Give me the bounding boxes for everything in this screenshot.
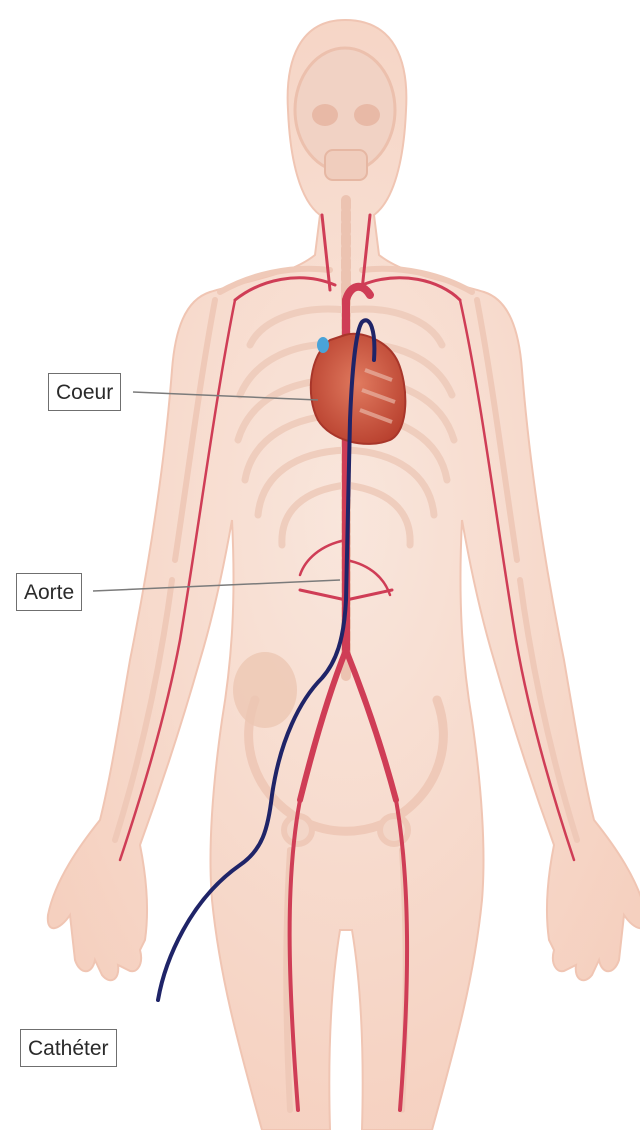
kidney	[233, 652, 297, 728]
hip-joint-right	[380, 816, 408, 844]
eye-socket-right	[354, 104, 380, 126]
vena-cava	[317, 337, 329, 353]
eye-socket-left	[312, 104, 338, 126]
label-coeur: Coeur	[48, 373, 121, 411]
label-aorte: Aorte	[16, 573, 82, 611]
label-catheter: Cathéter	[20, 1029, 117, 1067]
jaw	[325, 150, 367, 180]
heart	[311, 334, 406, 444]
